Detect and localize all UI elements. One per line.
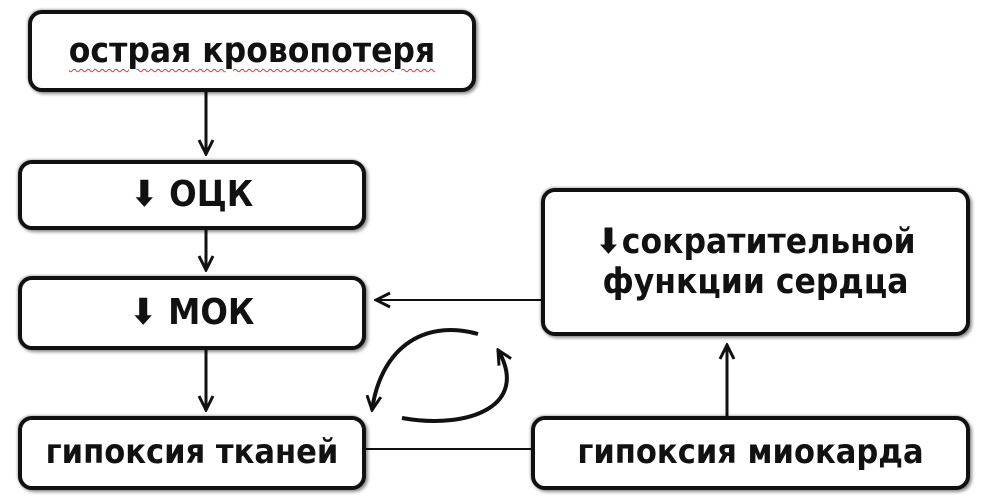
node-mcv-label: ⬇ МОК — [129, 292, 255, 334]
node-tissue-hypoxia-label: гипоксия тканей — [45, 432, 339, 473]
node-acute-blood-loss: острая кровопотеря — [28, 10, 476, 92]
node-mcv: ⬇ МОК — [18, 276, 366, 350]
vicious-circle-upper-arc — [372, 328, 479, 410]
vicious-circle-lower-arc — [401, 350, 507, 423]
node-tissue-hypoxia: гипоксия тканей — [18, 416, 366, 490]
node-acute-blood-loss-label: острая кровопотеря — [68, 30, 436, 71]
node-reduced-contractility-text: ⬇сократительной функции сердца — [595, 222, 915, 303]
node-myocardial-hypoxia: гипоксия миокарда — [531, 416, 970, 490]
node-reduced-contractility-line2: функции сердца — [602, 262, 909, 302]
node-myocardial-hypoxia-label: гипоксия миокарда — [577, 432, 924, 473]
node-bcv-label: ⬇ ОЦК — [130, 174, 254, 216]
node-bcv: ⬇ ОЦК — [18, 160, 366, 230]
node-reduced-contractility: ⬇сократительной функции сердца — [541, 188, 970, 336]
node-reduced-contractility-line1: ⬇сократительной — [595, 221, 916, 262]
